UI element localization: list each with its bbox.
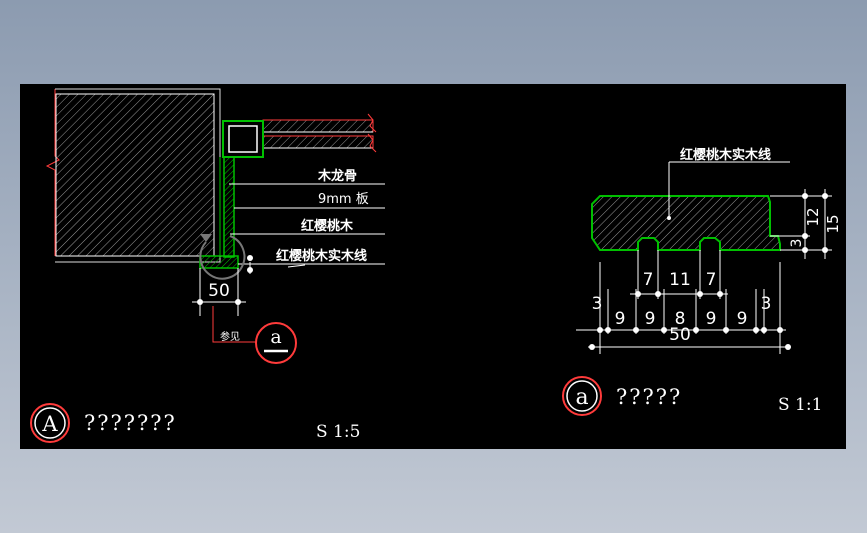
dim-upper-2: 11 [669,270,691,290]
dimension-50-left-text: 50 [208,281,230,301]
dim-lower-6: 9 [737,309,748,329]
leader-lines [229,183,385,274]
wall-block-hatched [55,93,215,257]
label-red-cherry-solid-line: 红樱桃木实木线 [276,248,367,264]
rotate-cursor-glyph [199,235,246,280]
horizontal-panel [262,113,377,153]
reference-leader [212,306,256,343]
detail-marker-A[interactable] [30,403,70,443]
dim-right-12: 12 [804,207,822,226]
label-wood-keel: 木龙骨 [317,168,357,184]
detail-a-small-section [576,161,832,354]
dim-upper-3: 7 [706,270,717,290]
solid-wood-profile[interactable] [591,195,781,251]
dim-lower-4: 8 [675,309,686,329]
reference-marker[interactable] [255,322,297,364]
detail-a-scale: S 1:1 [778,395,822,415]
board-strip [223,156,235,258]
dim-lower-2: 9 [615,309,626,329]
dim-upper-1: 7 [643,270,654,290]
dim-lower-5: 9 [706,309,717,329]
dim-right-15: 15 [824,214,842,233]
label-9mm-board: 9mm 板 [318,192,369,207]
marker-a-letter: a [575,385,588,410]
marker-A-letter: A [41,412,58,436]
detail-marker-a[interactable] [562,376,602,416]
break-line [45,89,60,256]
dim-right-3: 3 [789,239,805,248]
dim-lower-1: 3 [592,294,603,314]
cad-drawing: A ??????? S 1:5 木龙骨 9mm 板 红樱桃木 红樱桃木实木线 5… [30,88,842,443]
reference-marker-letter: a [270,326,281,348]
detail-a-title: ????? [616,385,682,409]
profile-label: 红樱桃木实木线 [680,147,771,163]
right-dim-dots [802,193,828,253]
upper-dimensions [630,250,728,299]
cad-drawing-canvas[interactable]: A ??????? S 1:5 木龙骨 9mm 板 红樱桃木 红樱桃木实木线 5… [20,84,846,449]
text-layer: A ??????? S 1:5 木龙骨 9mm 板 红樱桃木 红樱桃木实木线 5… [41,147,842,442]
reference-label: 参见 [220,330,240,343]
base-trim [199,255,239,269]
lower-dim-dots [589,327,791,350]
dim-total-50: 50 [669,325,691,345]
label-red-cherry: 红樱桃木 [301,218,354,234]
wood-keel-square [222,120,264,158]
detail-a-large-section [45,88,385,364]
detail-A-scale: S 1:5 [316,422,360,442]
dim-lower-7: 3 [761,294,772,314]
detail-A-title: ??????? [84,411,177,435]
dim-lower-3: 9 [645,309,656,329]
